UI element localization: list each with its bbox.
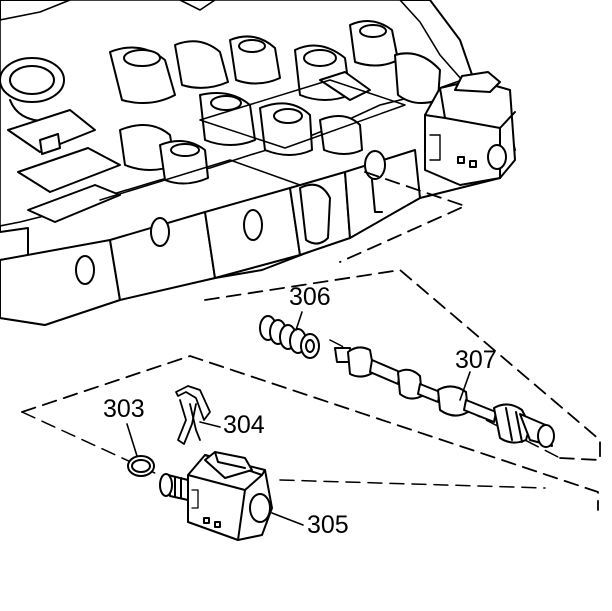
o-ring-303 bbox=[127, 455, 155, 477]
spring-306 bbox=[259, 315, 320, 359]
installed-solenoid bbox=[424, 71, 516, 186]
install-bracket-upper bbox=[339, 171, 466, 263]
retaining-clip-304 bbox=[175, 385, 211, 445]
leader-lines bbox=[126, 311, 471, 526]
callout-303: 303 bbox=[103, 395, 145, 423]
valve-spool-307 bbox=[334, 346, 555, 448]
callout-305: 305 bbox=[307, 511, 349, 539]
solenoid-305 bbox=[159, 451, 273, 541]
valve-spools-upper bbox=[109, 20, 441, 105]
callout-307: 307 bbox=[455, 346, 497, 374]
callout-304: 304 bbox=[223, 411, 265, 439]
valve-spools-middle bbox=[119, 71, 371, 185]
valve-body-front-face bbox=[0, 149, 421, 326]
install-bracket-lower bbox=[21, 355, 599, 511]
valve-body bbox=[0, 0, 516, 326]
install-bracket-middle bbox=[204, 269, 601, 461]
callout-306: 306 bbox=[289, 283, 331, 311]
